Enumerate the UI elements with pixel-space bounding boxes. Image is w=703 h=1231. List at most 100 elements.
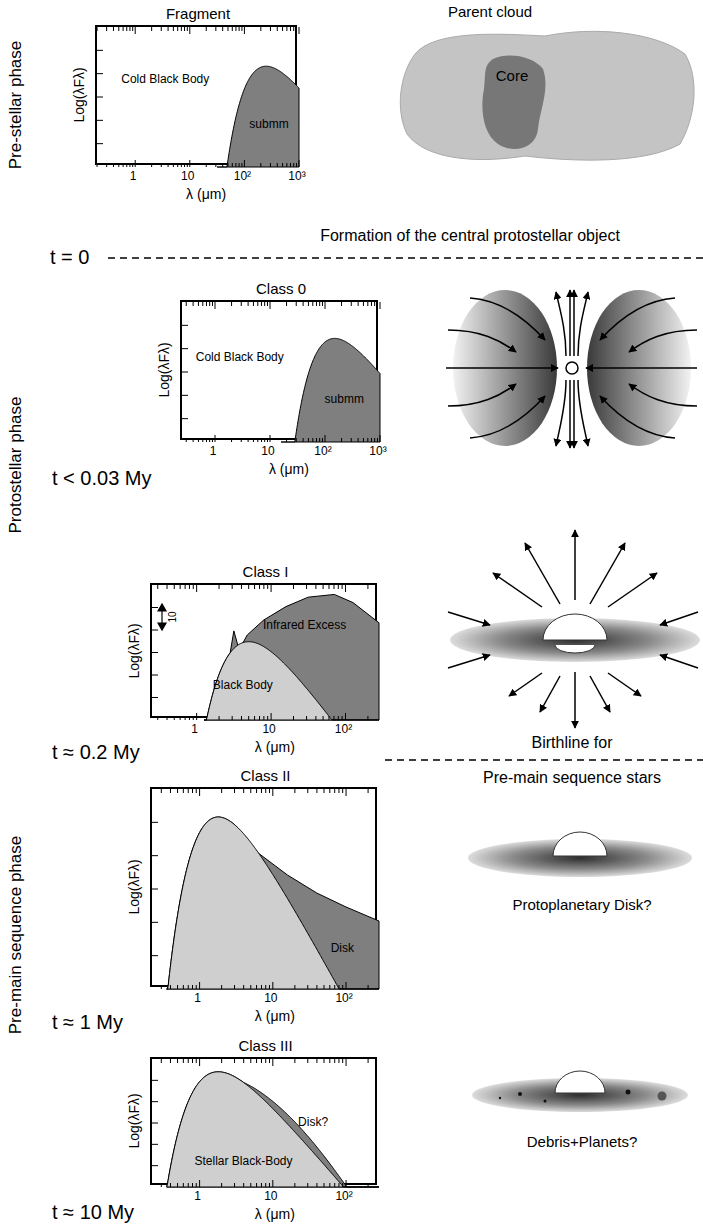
axis-tick — [261, 302, 262, 442]
axis-tick — [173, 27, 174, 167]
debris-disk-illustration-part — [658, 1092, 667, 1101]
axis-tick — [151, 27, 152, 167]
axis-tick — [170, 789, 171, 989]
axis-tick — [342, 1059, 343, 1187]
tick-label: 1 — [210, 445, 217, 459]
axis-tick — [215, 27, 216, 167]
axis-tick — [316, 302, 317, 442]
tick-label: 10² — [335, 992, 352, 1006]
axis-tick — [272, 1059, 273, 1187]
tick-label: 10³ — [369, 445, 386, 459]
tick-label: 10² — [335, 723, 352, 737]
sed-curve — [204, 594, 379, 720]
event-label: Formation of the central protostellar ob… — [320, 227, 620, 245]
axis-tick — [152, 630, 158, 631]
time-label: t ≈ 10 My — [52, 1201, 134, 1224]
axis-tick — [183, 1059, 184, 1187]
axis-tick — [270, 27, 271, 167]
axis-tick — [254, 585, 255, 720]
class1-envelope-illustration-part-part — [574, 672, 576, 728]
class1-scale-arrow-part — [158, 604, 166, 611]
axis-tick — [183, 789, 184, 989]
class1-envelope-illustration-part-part — [608, 673, 641, 696]
axis-tick — [338, 789, 339, 989]
axis-tick — [231, 302, 232, 442]
class1-envelope-illustration-part-part — [660, 655, 698, 668]
axis-tick — [270, 302, 271, 442]
axis-tick — [199, 789, 200, 989]
axis-tick — [316, 789, 317, 989]
axis-tick — [307, 789, 308, 989]
class0-collapse-illustration — [446, 290, 697, 448]
class0-collapse-illustration-part-part — [556, 292, 566, 356]
sed-plot-graphic — [152, 1059, 379, 1187]
tick-label: 10 — [181, 170, 194, 184]
axis-tick — [241, 302, 242, 442]
axis-tick — [346, 1059, 347, 1187]
time-label: t = 0 — [50, 246, 89, 269]
sed-curve — [204, 642, 379, 720]
axis-tick — [265, 789, 266, 989]
axis-tick — [206, 302, 207, 442]
tick-label: 10² — [234, 170, 251, 184]
debris-disk-illustration-part — [544, 1100, 547, 1103]
sed-plot-graphic — [152, 789, 379, 989]
axis-tick — [241, 585, 242, 720]
axis-tick — [174, 585, 175, 720]
axis-tick — [367, 302, 368, 442]
axis-tick — [221, 789, 222, 989]
plot-region-label: Cold Black Body — [196, 351, 284, 365]
class1-envelope-illustration-part-part — [590, 676, 610, 712]
class0-collapse-illustration-part-part — [573, 290, 575, 356]
sed-plot-frame: Class 0Cold Black Bodysubmm — [180, 300, 378, 440]
axis-tick — [293, 27, 294, 167]
tick-label: 1 — [194, 1190, 201, 1204]
plot-region-label: Infrared Excess — [263, 619, 346, 633]
time-label: t ≈ 1 My — [52, 1011, 123, 1034]
axis-tick — [206, 27, 207, 167]
axis-tick — [256, 1059, 257, 1187]
class1-envelope-illustration-part-part — [509, 673, 542, 696]
axis-tick — [374, 302, 375, 442]
axis-tick — [296, 302, 297, 442]
axis-tick — [215, 302, 216, 442]
axis-tick — [342, 789, 343, 989]
axis-tick — [152, 697, 158, 698]
axis-tick — [368, 789, 369, 989]
plot-title: Fragment — [166, 5, 230, 22]
axis-tick — [333, 585, 334, 720]
axis-tick — [221, 1059, 222, 1187]
sed-curve — [167, 817, 379, 989]
axis-tick — [182, 348, 188, 349]
axis-tick — [269, 789, 270, 989]
class0-collapse-illustration-part-part — [629, 330, 697, 352]
axis-label: Log(λFλ) — [126, 623, 142, 678]
sed-curve — [167, 1072, 379, 1187]
axis-tick — [123, 27, 124, 167]
axis-tick — [152, 607, 158, 608]
class0-collapse-illustration-part-part — [470, 396, 545, 438]
sed-plot-graphic — [97, 27, 299, 167]
axis-tick — [239, 27, 240, 167]
axis-tick — [358, 302, 359, 442]
axis-tick — [294, 789, 295, 989]
axis-tick — [129, 27, 130, 167]
axis-tick — [219, 585, 220, 720]
class1-envelope-illustration-part-part — [540, 676, 560, 712]
axis-tick — [256, 789, 257, 989]
plot-region-label: Stellar Black-Body — [195, 1155, 293, 1169]
plot-region-label: submm — [249, 118, 288, 132]
axis-tick — [193, 302, 194, 442]
axis-tick — [180, 585, 181, 720]
plot-region-label: submm — [325, 393, 364, 407]
plot-region-label: Disk? — [298, 1116, 328, 1130]
class0-collapse-illustration-part-part — [578, 380, 588, 446]
debris-disk-illustration-part — [626, 1090, 631, 1095]
axis-tick — [253, 302, 254, 442]
phase-label: Protostellar phase — [6, 396, 26, 533]
axis-label: λ (μm) — [186, 186, 226, 202]
axis-tick — [341, 302, 342, 442]
sed-plot-frame: Class IInfrared ExcessBlack Body — [150, 583, 377, 718]
phase-divider-part — [385, 759, 703, 761]
axis-tick — [306, 585, 307, 720]
